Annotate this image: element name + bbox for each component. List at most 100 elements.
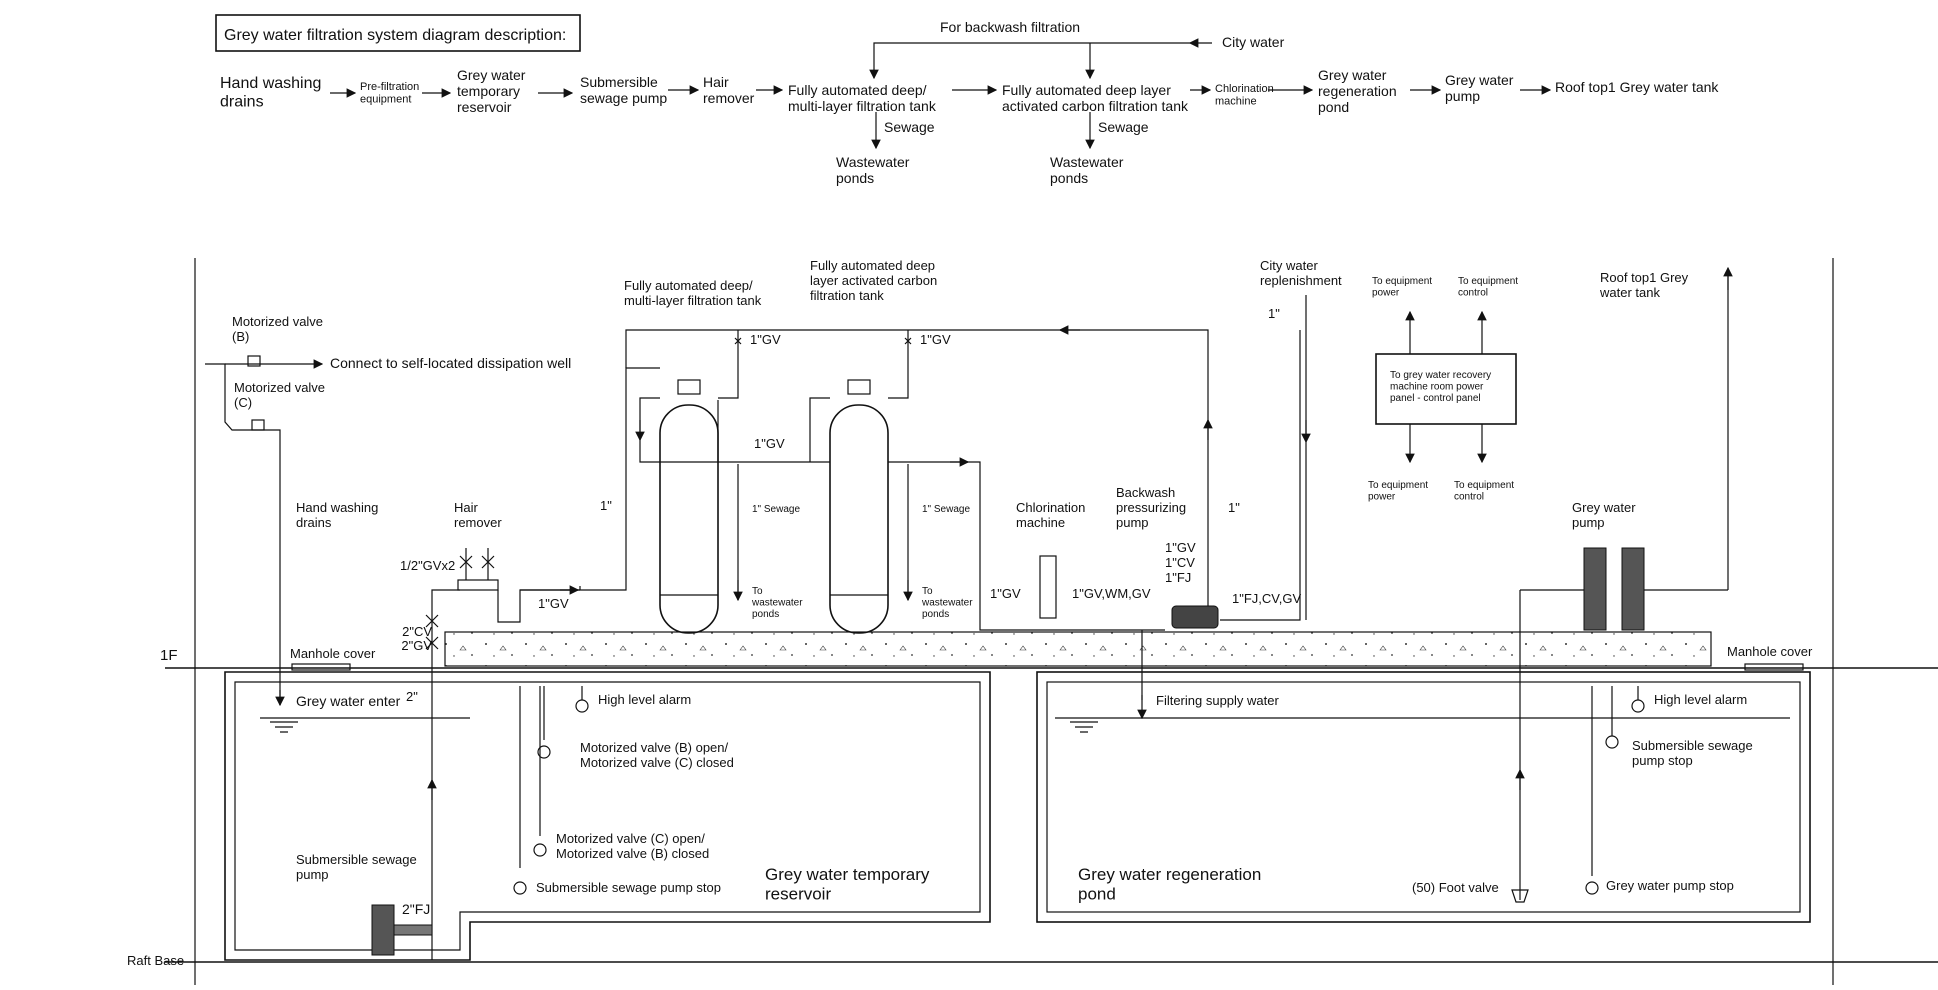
one-inch-left-label: 1" (600, 498, 612, 513)
tank1-gv-top: 1"GV (750, 332, 781, 347)
gv-1-a-label: 1"GV (538, 596, 569, 611)
tank1-body (659, 404, 719, 634)
gv-1-b-label: 1"GV (990, 586, 1021, 601)
sub-pump-icon (371, 904, 395, 956)
sub-pump-stop-label: Submersible sewage pump stop (536, 880, 721, 895)
dissipation-well-label: Connect to self-located dissipation well (330, 355, 571, 371)
sub-pump-stop-icon (513, 881, 527, 895)
title-box (215, 14, 581, 52)
sewage1-label: 1" Sewage (752, 504, 800, 515)
high-level-alarm-l: High level alarm (598, 692, 691, 707)
gv-half-x2-label: 1/2"GVx2 (400, 558, 455, 573)
filtration-tank-1: Fully automated deep/multi-layer filtrat… (624, 278, 830, 634)
title-text: Grey water filtration system diagram des… (224, 27, 566, 44)
grey-water-enter-label: Grey water enter (296, 693, 401, 709)
filtering-supply-label: Filtering supply water (1156, 693, 1279, 708)
motorized-valve-b-icon (247, 355, 261, 367)
high-level-alarm-l-icon (575, 699, 589, 713)
backwash-pump-icon (1171, 605, 1219, 629)
manhole-cover-left: Manhole cover (290, 646, 376, 661)
gv-2-label: 2"GV (401, 638, 432, 653)
high-level-alarm-r-icon (1631, 699, 1645, 713)
motorized-valve-c-icon (251, 419, 265, 431)
one-inch-city-label: 1" (1268, 306, 1280, 321)
gw-pump-stop-label: Grey water pump stop (1606, 878, 1734, 893)
mv-c-open-label: Motorized valve (C) open/Motorized valve… (556, 831, 709, 861)
tank1-label: Fully automated deep/multi-layer filtrat… (624, 278, 762, 308)
foot-valve-label: (50) Foot valve (1412, 880, 1499, 895)
fj-cv-gv-label: 1"FJ,CV,GV (1232, 591, 1301, 606)
mv-c-open-icon (533, 843, 547, 857)
mv-b-open-label: Motorized valve (B) open/Motorized valve… (580, 740, 734, 770)
control-panel-box (1375, 353, 1517, 425)
gv-mid-label: 1"GV (754, 436, 785, 451)
gv-wm-gv-label: 1"GV,WM,GV (1072, 586, 1151, 601)
floor-slab (444, 631, 1712, 667)
tank2-valve-head (847, 379, 871, 395)
gw-pump-stop-icon (1585, 881, 1599, 895)
sub-pump-stop-r-icon (1605, 735, 1619, 749)
fj-2-label: 2"FJ (402, 901, 430, 917)
two-inch-label: 2" (406, 689, 418, 704)
diagram-frame: 1F Raft Base Manhole cover Manhole cover (127, 258, 1938, 985)
level-switches: High level alarm Motorized valve (B) ope… (513, 686, 1753, 895)
high-level-alarm-r: High level alarm (1654, 692, 1747, 707)
city-water-label: City water (1222, 34, 1285, 50)
floor-1f-label: 1F (160, 647, 178, 664)
flow-sewage-2: Sewage (1098, 119, 1149, 135)
hair-remover-icon (457, 579, 499, 591)
tank2-body (829, 404, 889, 634)
flow-sewage-1: Sewage (884, 119, 935, 135)
flow-step-multi-layer-tank: Fully automated deep/multi-layer filtrat… (788, 82, 937, 114)
motorized-valves: Motorized valve(B) Motorized valve(C) Co… (205, 314, 571, 709)
tank1-valve-head (677, 379, 701, 395)
foot-valve-icon (1511, 889, 1529, 903)
gw-pump-1-icon (1583, 547, 1607, 631)
motorized-valve-c-label: Motorized valve(C) (234, 380, 325, 410)
flow-step-roof-tank: Roof top1 Grey water tank (1555, 79, 1719, 95)
manhole-cover-right: Manhole cover (1727, 644, 1813, 659)
chlorination-icon (1039, 555, 1057, 619)
sewage2-label: 1" Sewage (922, 504, 970, 515)
gw-pump-2-icon (1621, 547, 1645, 631)
